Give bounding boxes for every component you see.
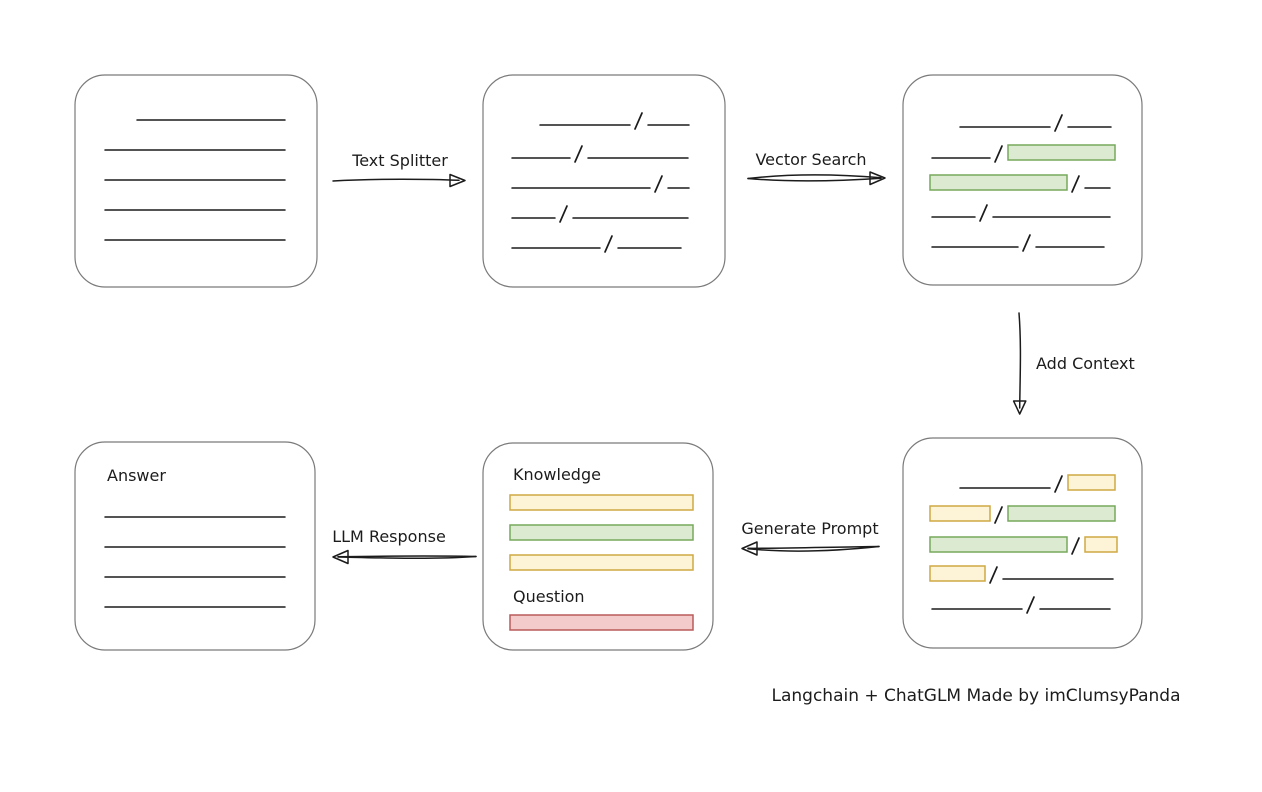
arrowhead-right-icon: [449, 173, 466, 188]
add-context-arrow: Add Context: [1012, 312, 1135, 415]
add-context-arrow-shaft: [1018, 312, 1022, 409]
text-splitter-arrow-shaft: [332, 178, 460, 182]
slash-mark: [1054, 475, 1063, 493]
yellow-highlight-bar: [509, 554, 694, 571]
slash-mark: [634, 112, 643, 130]
box-answer-rows: [104, 516, 286, 608]
vector-search-arrow-shaft-2: [747, 177, 882, 182]
slash-mark: [604, 235, 613, 253]
box-source_document-rows: [104, 119, 286, 241]
vector-search-arrow-label: Vector Search: [755, 150, 866, 169]
slash-mark: [989, 566, 998, 584]
yellow-highlight-bar: [1084, 536, 1118, 553]
slash-mark: [1071, 175, 1080, 193]
question-label: Question: [513, 587, 585, 606]
slash-mark: [574, 145, 583, 163]
add-context-arrow-label: Add Context: [1036, 354, 1135, 373]
slash-mark: [1071, 537, 1080, 555]
text-splitter-arrow: Text Splitter: [332, 151, 466, 188]
arrowhead-left-icon: [332, 549, 349, 565]
llm-response-arrow-shaft: [337, 555, 477, 560]
slash-mark: [994, 145, 1003, 163]
slash-mark: [979, 204, 988, 222]
vector-search-arrow-shaft: [747, 174, 882, 180]
arrowhead-right-icon: [869, 171, 886, 186]
box-vector_matches-rows: [929, 114, 1116, 252]
vector-search-arrow: Vector Search: [747, 150, 886, 186]
generate-prompt-arrow-shaft: [747, 545, 880, 552]
box-context_chunks-rows: [929, 474, 1118, 614]
yellow-highlight-bar: [1067, 474, 1116, 491]
green-highlight-bar: [1007, 505, 1116, 522]
slash-mark: [994, 506, 1003, 524]
arrowhead-down-icon: [1012, 400, 1027, 415]
diagram-caption: Langchain + ChatGLM Made by imClumsyPand…: [772, 686, 1181, 706]
slash-mark: [1022, 234, 1031, 252]
slash-mark: [1054, 114, 1063, 132]
red-highlight-bar: [509, 614, 694, 631]
green-highlight-bar: [1007, 144, 1116, 161]
slash-mark: [654, 175, 663, 193]
box-split_chunks-rows: [511, 112, 690, 253]
llm-response-arrow-shaft-2: [337, 555, 477, 558]
green-highlight-bar: [929, 174, 1068, 191]
split-chunks-box: [482, 74, 726, 288]
arrowhead-left-icon: [741, 541, 758, 556]
text-splitter-arrow-label: Text Splitter: [351, 151, 448, 170]
yellow-highlight-bar: [929, 565, 986, 582]
box-prompt-rows: [509, 494, 694, 631]
llm-response-arrow: LLM Response: [332, 527, 477, 565]
slash-mark: [1026, 596, 1035, 614]
green-highlight-bar: [929, 536, 1068, 553]
generate-prompt-arrow: Generate Prompt: [741, 519, 880, 556]
source-document-box: [74, 74, 318, 288]
yellow-highlight-bar: [509, 494, 694, 511]
generate-prompt-arrow-label: Generate Prompt: [741, 519, 878, 538]
llm-response-arrow-label: LLM Response: [332, 527, 446, 546]
answer-label: Answer: [107, 466, 166, 485]
answer-box: [74, 441, 316, 651]
generate-prompt-arrow-shaft-2: [747, 545, 880, 550]
yellow-highlight-bar: [929, 505, 991, 522]
knowledge-label: Knowledge: [513, 465, 601, 484]
slash-mark: [559, 205, 568, 223]
green-highlight-bar: [509, 524, 694, 541]
